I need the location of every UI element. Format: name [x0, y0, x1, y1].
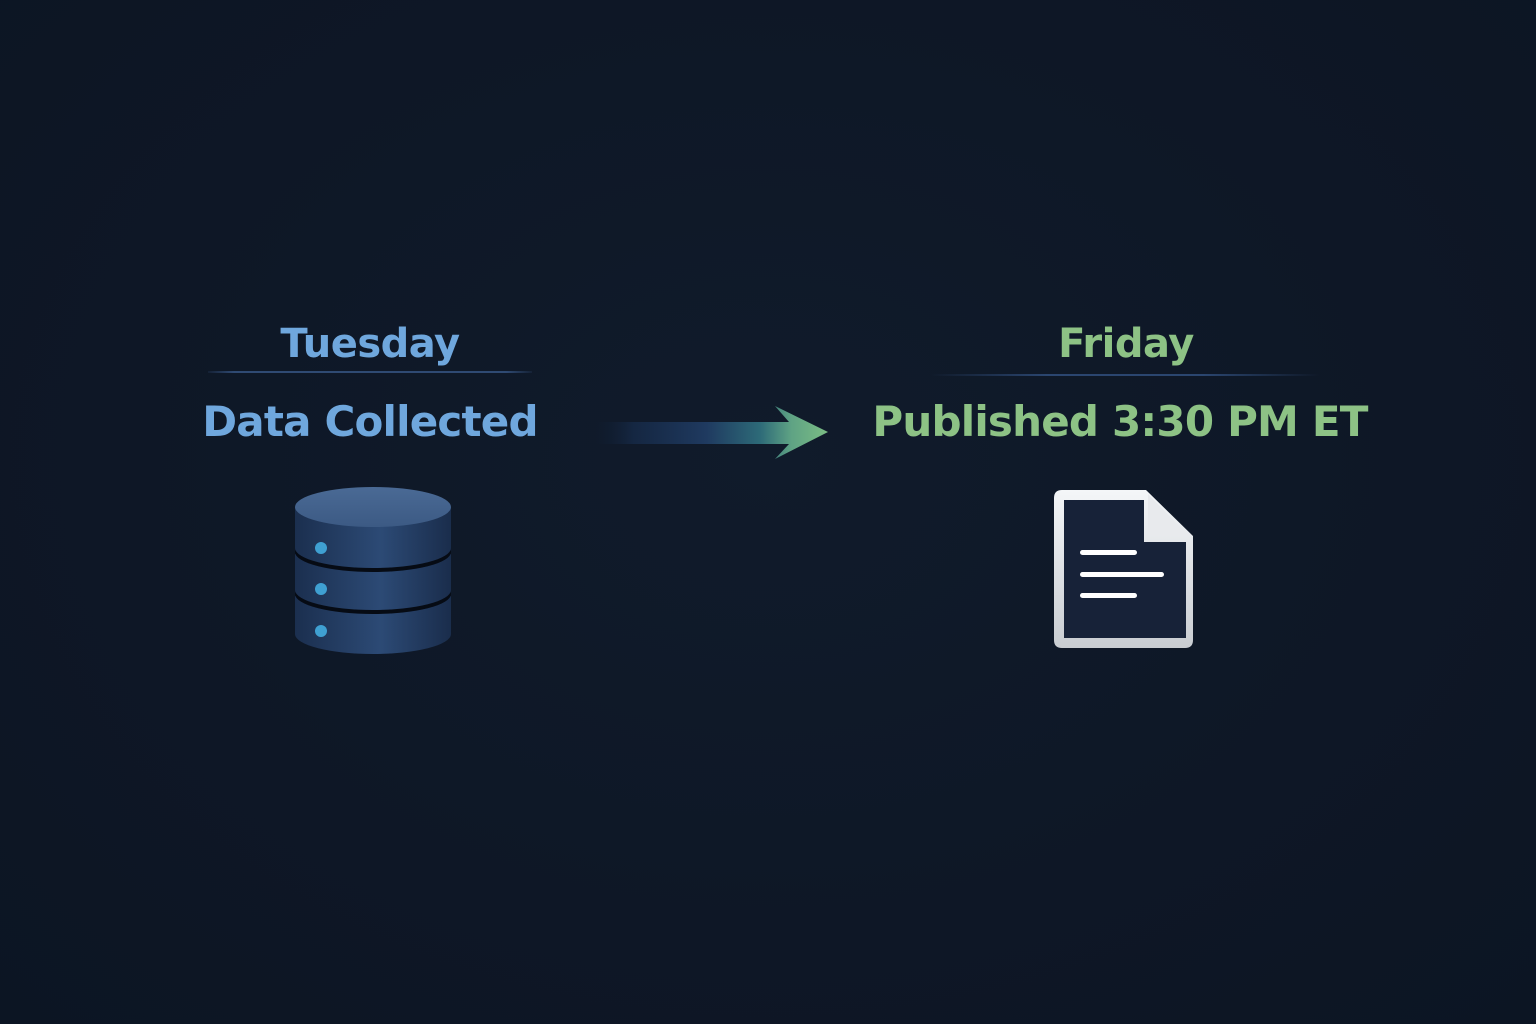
- db-indicator-dot: [315, 583, 327, 595]
- doc-text-line: [1080, 550, 1137, 555]
- stage-day-tuesday: Tuesday: [280, 321, 460, 367]
- stage-label-published: Published 3:30 PM ET: [872, 397, 1368, 446]
- doc-text-line: [1080, 572, 1164, 577]
- stage-label-data-collected: Data Collected: [202, 397, 538, 446]
- database-icon: [290, 482, 458, 662]
- doc-text-line: [1080, 593, 1137, 598]
- db-indicator-dot: [315, 625, 327, 637]
- stage-divider-right: [930, 374, 1320, 376]
- document-icon: [1050, 486, 1198, 654]
- stage-day-friday: Friday: [1058, 321, 1194, 367]
- stage-divider-left: [208, 371, 532, 373]
- arrow-right-icon: [585, 402, 835, 466]
- db-indicator-dot: [315, 542, 327, 554]
